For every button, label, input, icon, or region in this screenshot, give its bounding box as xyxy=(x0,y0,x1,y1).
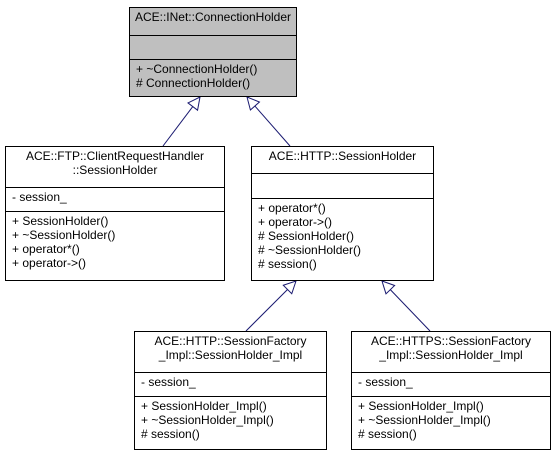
edge-http-to-root-arrowhead xyxy=(246,96,261,111)
method-row: + ~ConnectionHolder() xyxy=(136,62,258,76)
method-row: # session() xyxy=(258,257,317,271)
methods-section: + SessionHolder_Impl() + ~SessionHolder_… xyxy=(352,396,550,442)
methods-section: + SessionHolder() + ~SessionHolder() + o… xyxy=(6,211,224,271)
method-row: + ~SessionHolder_Impl() xyxy=(141,413,274,427)
class-title: ACE::HTTP::SessionHolder xyxy=(252,147,433,173)
method-row: + SessionHolder() xyxy=(12,214,109,228)
class-name-continued: _Impl::SessionHolder_Impl xyxy=(158,348,303,362)
attributes-section: - session_ xyxy=(135,372,326,396)
edge-httpsimpl-to-http-arrowhead xyxy=(381,280,396,295)
class-box-ftp-session-holder[interactable]: ACE::FTP::ClientRequestHandler ::Session… xyxy=(5,146,225,281)
class-title: ACE::HTTPS::SessionFactory _Impl::Sessio… xyxy=(352,332,550,372)
method-row: # SessionHolder() xyxy=(258,229,355,243)
class-name-continued: ::SessionHolder xyxy=(72,163,158,177)
class-name: ACE::HTTP::SessionFactory xyxy=(154,334,307,348)
attribute-row: - session_ xyxy=(12,190,67,204)
attributes-section xyxy=(252,173,433,198)
class-name: ACE::INet::ConnectionHolder xyxy=(134,10,292,24)
method-row: + operator->() xyxy=(12,256,87,270)
class-name: ACE::HTTP::SessionHolder xyxy=(268,149,417,163)
methods-section: + ~ConnectionHolder() # ConnectionHolder… xyxy=(130,59,296,91)
method-row: + SessionHolder_Impl() xyxy=(358,399,484,413)
class-title: ACE::FTP::ClientRequestHandler ::Session… xyxy=(6,147,224,187)
class-name-continued: _Impl::SessionHolder_Impl xyxy=(379,348,523,362)
method-row: + operator->() xyxy=(258,215,333,229)
edge-ftp-to-root xyxy=(162,106,194,147)
class-box-connection-holder[interactable]: ACE::INet::ConnectionHolder + ~Connectio… xyxy=(129,7,297,97)
method-row: + ~SessionHolder_Impl() xyxy=(358,413,491,427)
attribute-row: - session_ xyxy=(358,375,413,389)
attributes-section xyxy=(130,35,296,59)
method-row: # ~SessionHolder() xyxy=(258,243,362,257)
method-row: + operator*() xyxy=(12,242,80,256)
class-name: ACE::FTP::ClientRequestHandler xyxy=(25,149,205,163)
method-row: + ~SessionHolder() xyxy=(12,228,116,242)
class-title: ACE::HTTP::SessionFactory _Impl::Session… xyxy=(135,332,326,372)
edge-httpimpl-to-http xyxy=(245,289,288,332)
class-title: ACE::INet::ConnectionHolder xyxy=(130,8,296,35)
class-box-http-session-holder[interactable]: ACE::HTTP::SessionHolder + operator*() +… xyxy=(251,146,434,281)
class-box-https-session-holder-impl[interactable]: ACE::HTTPS::SessionFactory _Impl::Sessio… xyxy=(351,331,551,450)
methods-section: + SessionHolder_Impl() + ~SessionHolder_… xyxy=(135,396,326,442)
method-row: + SessionHolder_Impl() xyxy=(141,399,267,413)
method-row: # session() xyxy=(358,427,417,441)
attributes-section: - session_ xyxy=(352,372,550,396)
class-box-http-session-holder-impl[interactable]: ACE::HTTP::SessionFactory _Impl::Session… xyxy=(134,331,327,450)
edge-httpimpl-to-http-arrowhead xyxy=(282,280,297,295)
edge-httpsimpl-to-http xyxy=(389,289,431,332)
method-row: # ConnectionHolder() xyxy=(136,76,251,90)
attribute-row: - session_ xyxy=(141,375,196,389)
methods-section: + operator*() + operator->() # SessionHo… xyxy=(252,198,433,272)
edge-ftp-to-root-arrowhead xyxy=(187,96,201,112)
edge-http-to-root xyxy=(254,105,291,147)
method-row: # session() xyxy=(141,427,200,441)
method-row: + operator*() xyxy=(258,201,326,215)
class-name: ACE::HTTPS::SessionFactory xyxy=(370,334,532,348)
attributes-section: - session_ xyxy=(6,187,224,211)
